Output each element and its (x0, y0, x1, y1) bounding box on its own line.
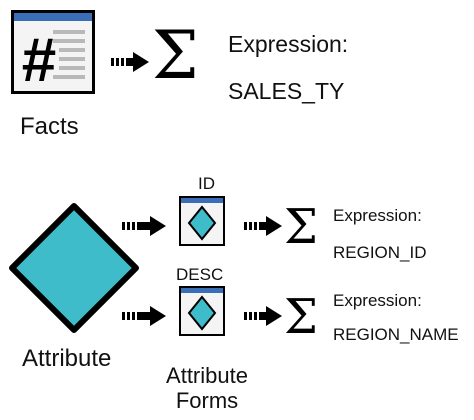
form-desc-arrow-in-icon (122, 306, 168, 326)
attribute-label: Attribute (22, 345, 112, 372)
facts-label: Facts (20, 113, 79, 140)
facts-icon: # (9, 8, 97, 96)
form-id-sigma-icon: Σ (284, 199, 318, 255)
form-id-expression-value: REGION_ID (333, 243, 427, 262)
form-desc-expression-value: REGION_NAME (333, 325, 459, 344)
form-desc-expression-label: Expression: (333, 291, 422, 310)
facts-expression-value: SALES_TY (228, 78, 345, 104)
form-id-expression-label: Expression: (333, 206, 422, 225)
attribute-forms-label-line2: Forms (175, 388, 239, 413)
form-desc-name: DESC (176, 265, 224, 284)
svg-text:#: # (22, 26, 56, 95)
attribute-diamond-icon (8, 202, 140, 334)
facts-arrow-icon (111, 52, 151, 72)
form-id-arrow-in-icon (122, 216, 168, 236)
form-id-arrow-out-icon (244, 216, 284, 236)
attribute-forms-label: Attribute Forms (158, 363, 256, 413)
form-desc-icon (178, 285, 226, 337)
form-id-icon (178, 195, 226, 247)
facts-expression-label: Expression: (228, 31, 349, 57)
attribute-forms-label-line1: Attribute (166, 363, 248, 388)
hash-icon: # (11, 10, 95, 95)
form-desc-sigma-icon: Σ (284, 289, 318, 345)
form-desc-arrow-out-icon (244, 306, 284, 326)
facts-sigma-icon: Σ (152, 17, 199, 94)
form-id-name: ID (198, 174, 215, 193)
